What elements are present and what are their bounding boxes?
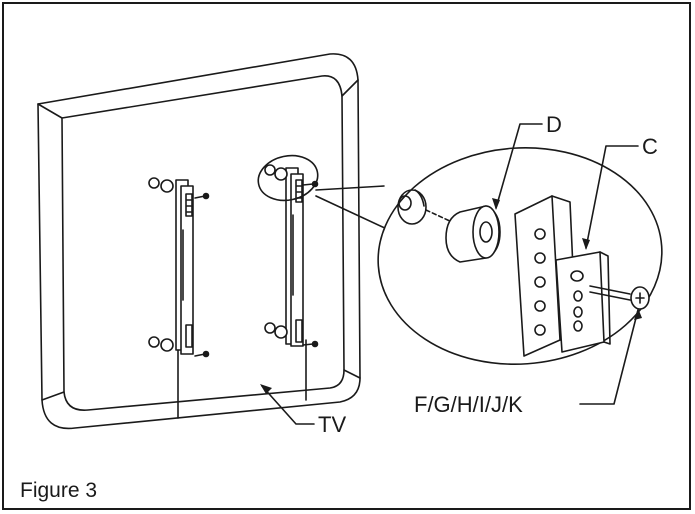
tv-panel <box>38 54 360 429</box>
label-hardware: F/G/H/I/J/K <box>414 394 523 416</box>
label-tv: TV <box>318 414 346 436</box>
label-c: C <box>642 136 658 158</box>
label-d: D <box>546 114 562 136</box>
figure-caption: Figure 3 <box>20 480 97 501</box>
